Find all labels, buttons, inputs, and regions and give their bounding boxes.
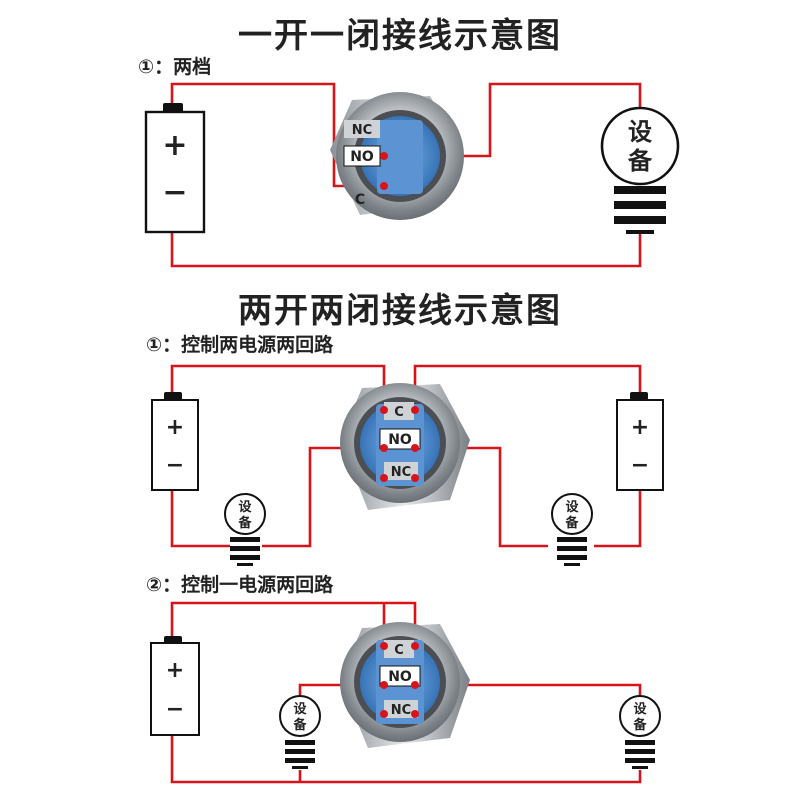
terminal-nc-plate-3 — [384, 700, 418, 718]
wire-bottom-return — [170, 735, 642, 784]
terminal-nc-right-dot-3 — [411, 710, 419, 718]
wire-right-battery-bottom — [594, 490, 642, 548]
battery-1-plus: + — [162, 128, 187, 163]
terminal-c-plate-3 — [384, 640, 414, 658]
device-2-left — [224, 493, 266, 566]
terminal-c-label-2: C — [394, 405, 404, 420]
battery-3 — [150, 636, 200, 736]
terminal-no-plate-2 — [379, 428, 421, 450]
battery-2-right — [616, 392, 664, 491]
terminal-no-plate-3 — [379, 665, 421, 687]
terminal-no-left-dot-3 — [380, 681, 388, 689]
terminal-c-right-dot-2 — [411, 406, 419, 414]
title-two-open-two-closed: 两开两闭接线示意图 — [238, 291, 562, 331]
battery-2-left-plus: + — [166, 415, 184, 440]
terminal-c-dot-1 — [380, 182, 388, 190]
terminal-no-dot-1 — [380, 152, 388, 160]
battery-2-right-plus: + — [631, 415, 649, 440]
device-2-right — [551, 493, 593, 566]
device-1-label-top: 设 — [628, 118, 652, 146]
battery-2-left — [151, 392, 199, 491]
battery-1-minus: − — [162, 175, 187, 210]
terminal-c-left-dot-3 — [380, 642, 388, 650]
battery-1 — [144, 103, 206, 234]
wire-no-right-to-right-device — [415, 683, 642, 696]
terminal-nc-plate-1 — [344, 120, 380, 138]
terminal-no-label-3: NO — [388, 669, 412, 685]
terminal-no-label-1: NO — [350, 149, 374, 165]
terminal-no-right-dot-2 — [411, 444, 419, 452]
battery-2-left-minus: − — [166, 453, 184, 478]
title-one-open-one-closed: 一开一闭接线示意图 — [238, 16, 562, 56]
device-3-left-label-bottom: 备 — [292, 717, 307, 733]
terminal-no-left-dot-2 — [380, 444, 388, 452]
device-2-left-label-top: 设 — [238, 500, 252, 515]
subtitle-one-power-two-circuits: ②：控制一电源两回路 — [146, 574, 334, 596]
battery-2-right-minus: − — [631, 453, 649, 478]
wire-left-battery-bottom — [170, 490, 230, 548]
subtitle-two-power-two-circuits: ①：控制两电源两回路 — [146, 334, 334, 356]
terminal-nc-left-dot-3 — [380, 710, 388, 718]
wire-left-battery-to-c — [170, 364, 386, 410]
terminal-nc-plate-2 — [384, 462, 418, 480]
device-2-right-label-bottom: 备 — [564, 515, 579, 531]
device-3-right — [619, 695, 661, 769]
terminal-nc-right-dot-2 — [411, 474, 419, 482]
terminal-c-label-1: C — [355, 192, 365, 208]
device-3-right-label-top: 设 — [633, 702, 647, 717]
device-1-label-bottom: 备 — [627, 147, 653, 175]
terminal-nc-label-3: NC — [391, 703, 411, 718]
terminal-nc-label-2: NC — [391, 465, 411, 480]
terminal-no-right-dot-3 — [411, 681, 419, 689]
device-2-right-label-top: 设 — [565, 500, 579, 515]
terminal-c-left-dot-2 — [380, 406, 388, 414]
terminal-no-label-2: NO — [388, 432, 412, 448]
terminal-nc-label-1: NC — [352, 123, 372, 138]
device-3-left — [279, 695, 321, 769]
terminal-c-label-3: C — [394, 643, 404, 658]
wire-battery-bottom-to-device — [170, 232, 642, 268]
device-3-left-label-top: 设 — [293, 702, 307, 717]
terminal-c-plate-2 — [384, 402, 414, 420]
device-1 — [600, 106, 680, 234]
device-2-left-label-bottom: 备 — [237, 515, 252, 531]
terminal-c-right-dot-3 — [411, 642, 419, 650]
battery-3-minus: − — [166, 697, 184, 722]
switch-2 — [340, 383, 470, 510]
terminal-nc-left-dot-2 — [380, 474, 388, 482]
device-3-right-label-bottom: 备 — [632, 717, 647, 733]
subtitle-two-position: ①：两档 — [138, 56, 212, 78]
battery-3-plus: + — [166, 658, 184, 683]
